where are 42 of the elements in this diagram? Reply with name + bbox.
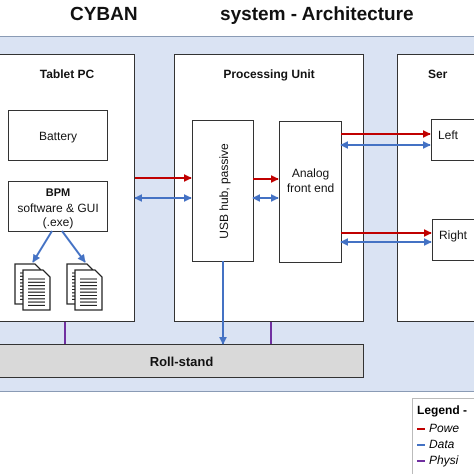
document-icon xyxy=(66,263,104,313)
stand-bar xyxy=(0,344,364,378)
arrow xyxy=(134,194,192,202)
arrow xyxy=(341,229,432,237)
arrow xyxy=(252,194,279,202)
connector-line xyxy=(270,322,272,344)
component-box xyxy=(192,120,254,262)
panel-heading: Tablet PC xyxy=(38,67,96,81)
arrow xyxy=(341,130,431,138)
document-icon xyxy=(14,263,52,313)
arrow xyxy=(219,261,227,345)
panel-heading: Processing Unit xyxy=(222,67,316,81)
legend-title: Legend - xyxy=(417,403,467,417)
unit-panel xyxy=(174,54,364,322)
legend-label: Powe xyxy=(429,421,460,435)
box-label: Analog front end xyxy=(286,166,336,196)
panel-heading: Ser xyxy=(428,67,448,81)
legend-label: Physi xyxy=(429,453,458,467)
arrow xyxy=(135,174,192,182)
box-label: software & GUI (.exe) xyxy=(16,201,100,229)
arrow xyxy=(340,141,431,149)
arrow xyxy=(340,238,432,246)
component-box xyxy=(8,181,108,232)
arrow xyxy=(32,230,53,263)
arrow xyxy=(253,175,279,183)
legend-label: Data xyxy=(429,437,454,451)
connector-line xyxy=(64,322,66,344)
arrow xyxy=(61,230,86,263)
box-label: Right xyxy=(439,228,468,242)
heading: BPM xyxy=(44,187,72,199)
component-box xyxy=(279,121,342,263)
component-box xyxy=(432,219,474,261)
device-panel xyxy=(0,54,135,322)
component-box xyxy=(8,110,108,161)
box-label: Left xyxy=(438,128,460,142)
box-label: Battery xyxy=(38,128,78,142)
box-label: Roll-stand xyxy=(148,354,214,369)
sensor-panel xyxy=(397,54,474,322)
title: CYBAN xyxy=(70,4,138,26)
box-label: USB hub, passive xyxy=(217,142,231,241)
title: system - Architecture xyxy=(220,4,414,26)
component-box xyxy=(431,119,474,161)
